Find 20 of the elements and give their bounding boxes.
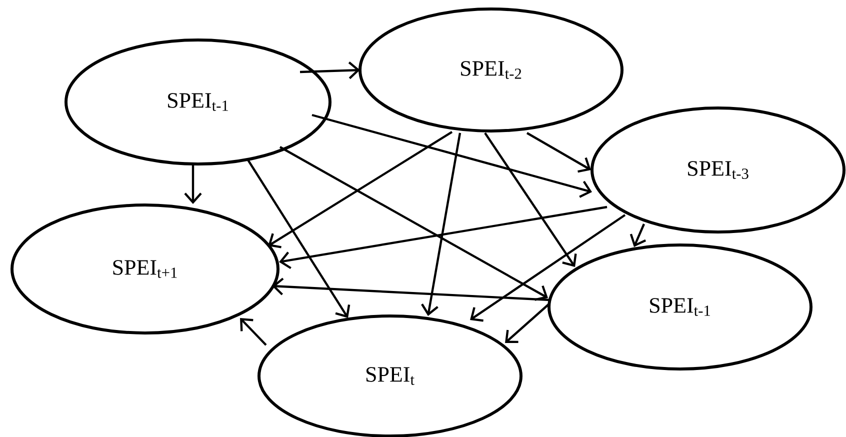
ellipse-node: SPEI$_{t-3}$ [590,106,846,234]
arrow [421,132,462,316]
arrow [268,131,453,248]
arrow [470,214,626,322]
arrow [300,62,360,80]
arrow [484,132,577,267]
ellipse-node: SPEI$_{t-1}$ [548,244,812,370]
arrow [184,165,202,204]
arrow [630,224,646,247]
arrow [240,318,267,346]
arrow [279,146,548,301]
arrow [247,159,350,318]
arrow [505,303,550,344]
ellipse-node: SPEI$_{t-2}$ [358,8,624,132]
ellipse-node: SPEI$_{t+1}$ [10,204,280,334]
arrow [526,132,591,173]
arrow [279,206,608,270]
arrow [272,278,550,302]
arrow [312,114,592,198]
ellipse-node: SPEI$_{t-1}$ [64,38,332,166]
